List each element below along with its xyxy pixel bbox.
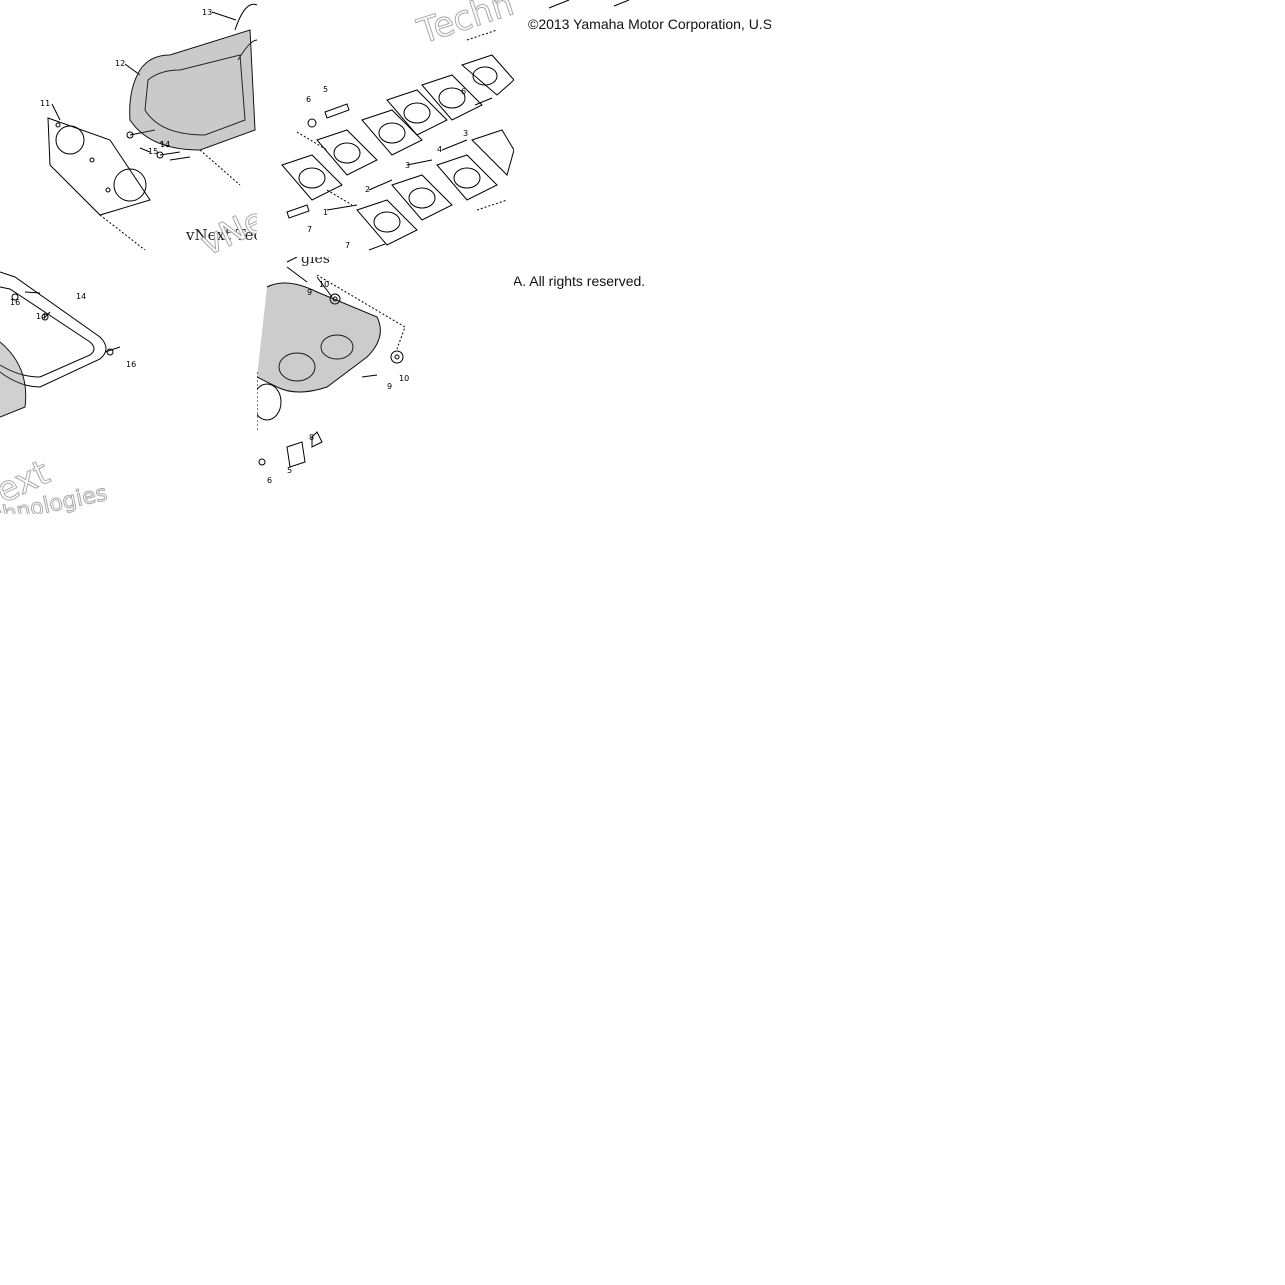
carburetor-diagram-tile: 9 10 10 9 8 5 6 gies [257,257,514,514]
watermark-center: gies [301,257,330,267]
air-box-lower-drawing: 16 14 14 16 [0,271,136,418]
intake-gaskets-drawing: 1 2 3 4 3 5 6 6 7 7 [281,29,514,251]
callout-12: 12 [115,59,125,68]
carburetor-drawing: 9 10 10 9 8 5 6 [257,257,409,485]
gasket-plate [47,117,151,216]
watermark-text: vNext Tec [186,226,257,244]
callout-15: 15 [148,147,158,156]
copyright-notice: ©2013 Yamaha Motor Corporation, U.S [528,16,771,32]
callout-7b: 7 [345,241,350,250]
callout-16b: 16 [126,360,136,369]
air-box-body [129,29,256,151]
callout-11: 11 [40,99,50,108]
callout-10b: 10 [399,374,409,383]
copyright-rights: .A. All rights reserved. [514,273,646,289]
callout-5: 5 [323,85,328,94]
callout-14b: 14 [76,292,86,301]
copyright-tile-top: ©2013 Yamaha Motor Corporation, U.S [514,0,771,257]
air-box-lower-diagram-tile: 16 14 14 16 ext chnologies [0,257,257,514]
callout-2: 2 [365,185,370,194]
callout-10: 10 [319,280,329,289]
copyright-tile-bottom: .A. All rights reserved. [514,257,771,514]
callout-1: 1 [323,208,328,217]
callout-14: 14 [160,140,170,149]
callout-9: 9 [307,288,312,297]
callout-3b: 3 [463,129,468,138]
intake-gaskets-diagram-tile: 1 2 3 4 3 5 6 6 7 7 Techn [257,0,514,257]
callout-9b: 9 [387,382,392,391]
callout-16: 16 [10,298,20,307]
callout-6c: 6 [267,476,272,485]
callout-7: 7 [307,225,312,234]
callout-5b: 5 [287,466,292,475]
callout-14c: 14 [36,312,46,321]
callout-8: 8 [309,433,314,442]
air-box-drawing: 11 12 13 14 15 [40,3,257,251]
callout-6b: 6 [461,87,466,96]
callout-6: 6 [306,95,311,104]
callout-13: 13 [202,8,212,17]
callout-3: 3 [405,161,410,170]
air-box-diagram-tile: 11 12 13 14 15 vNext Tec vNe [0,0,257,257]
callout-4: 4 [437,145,442,154]
